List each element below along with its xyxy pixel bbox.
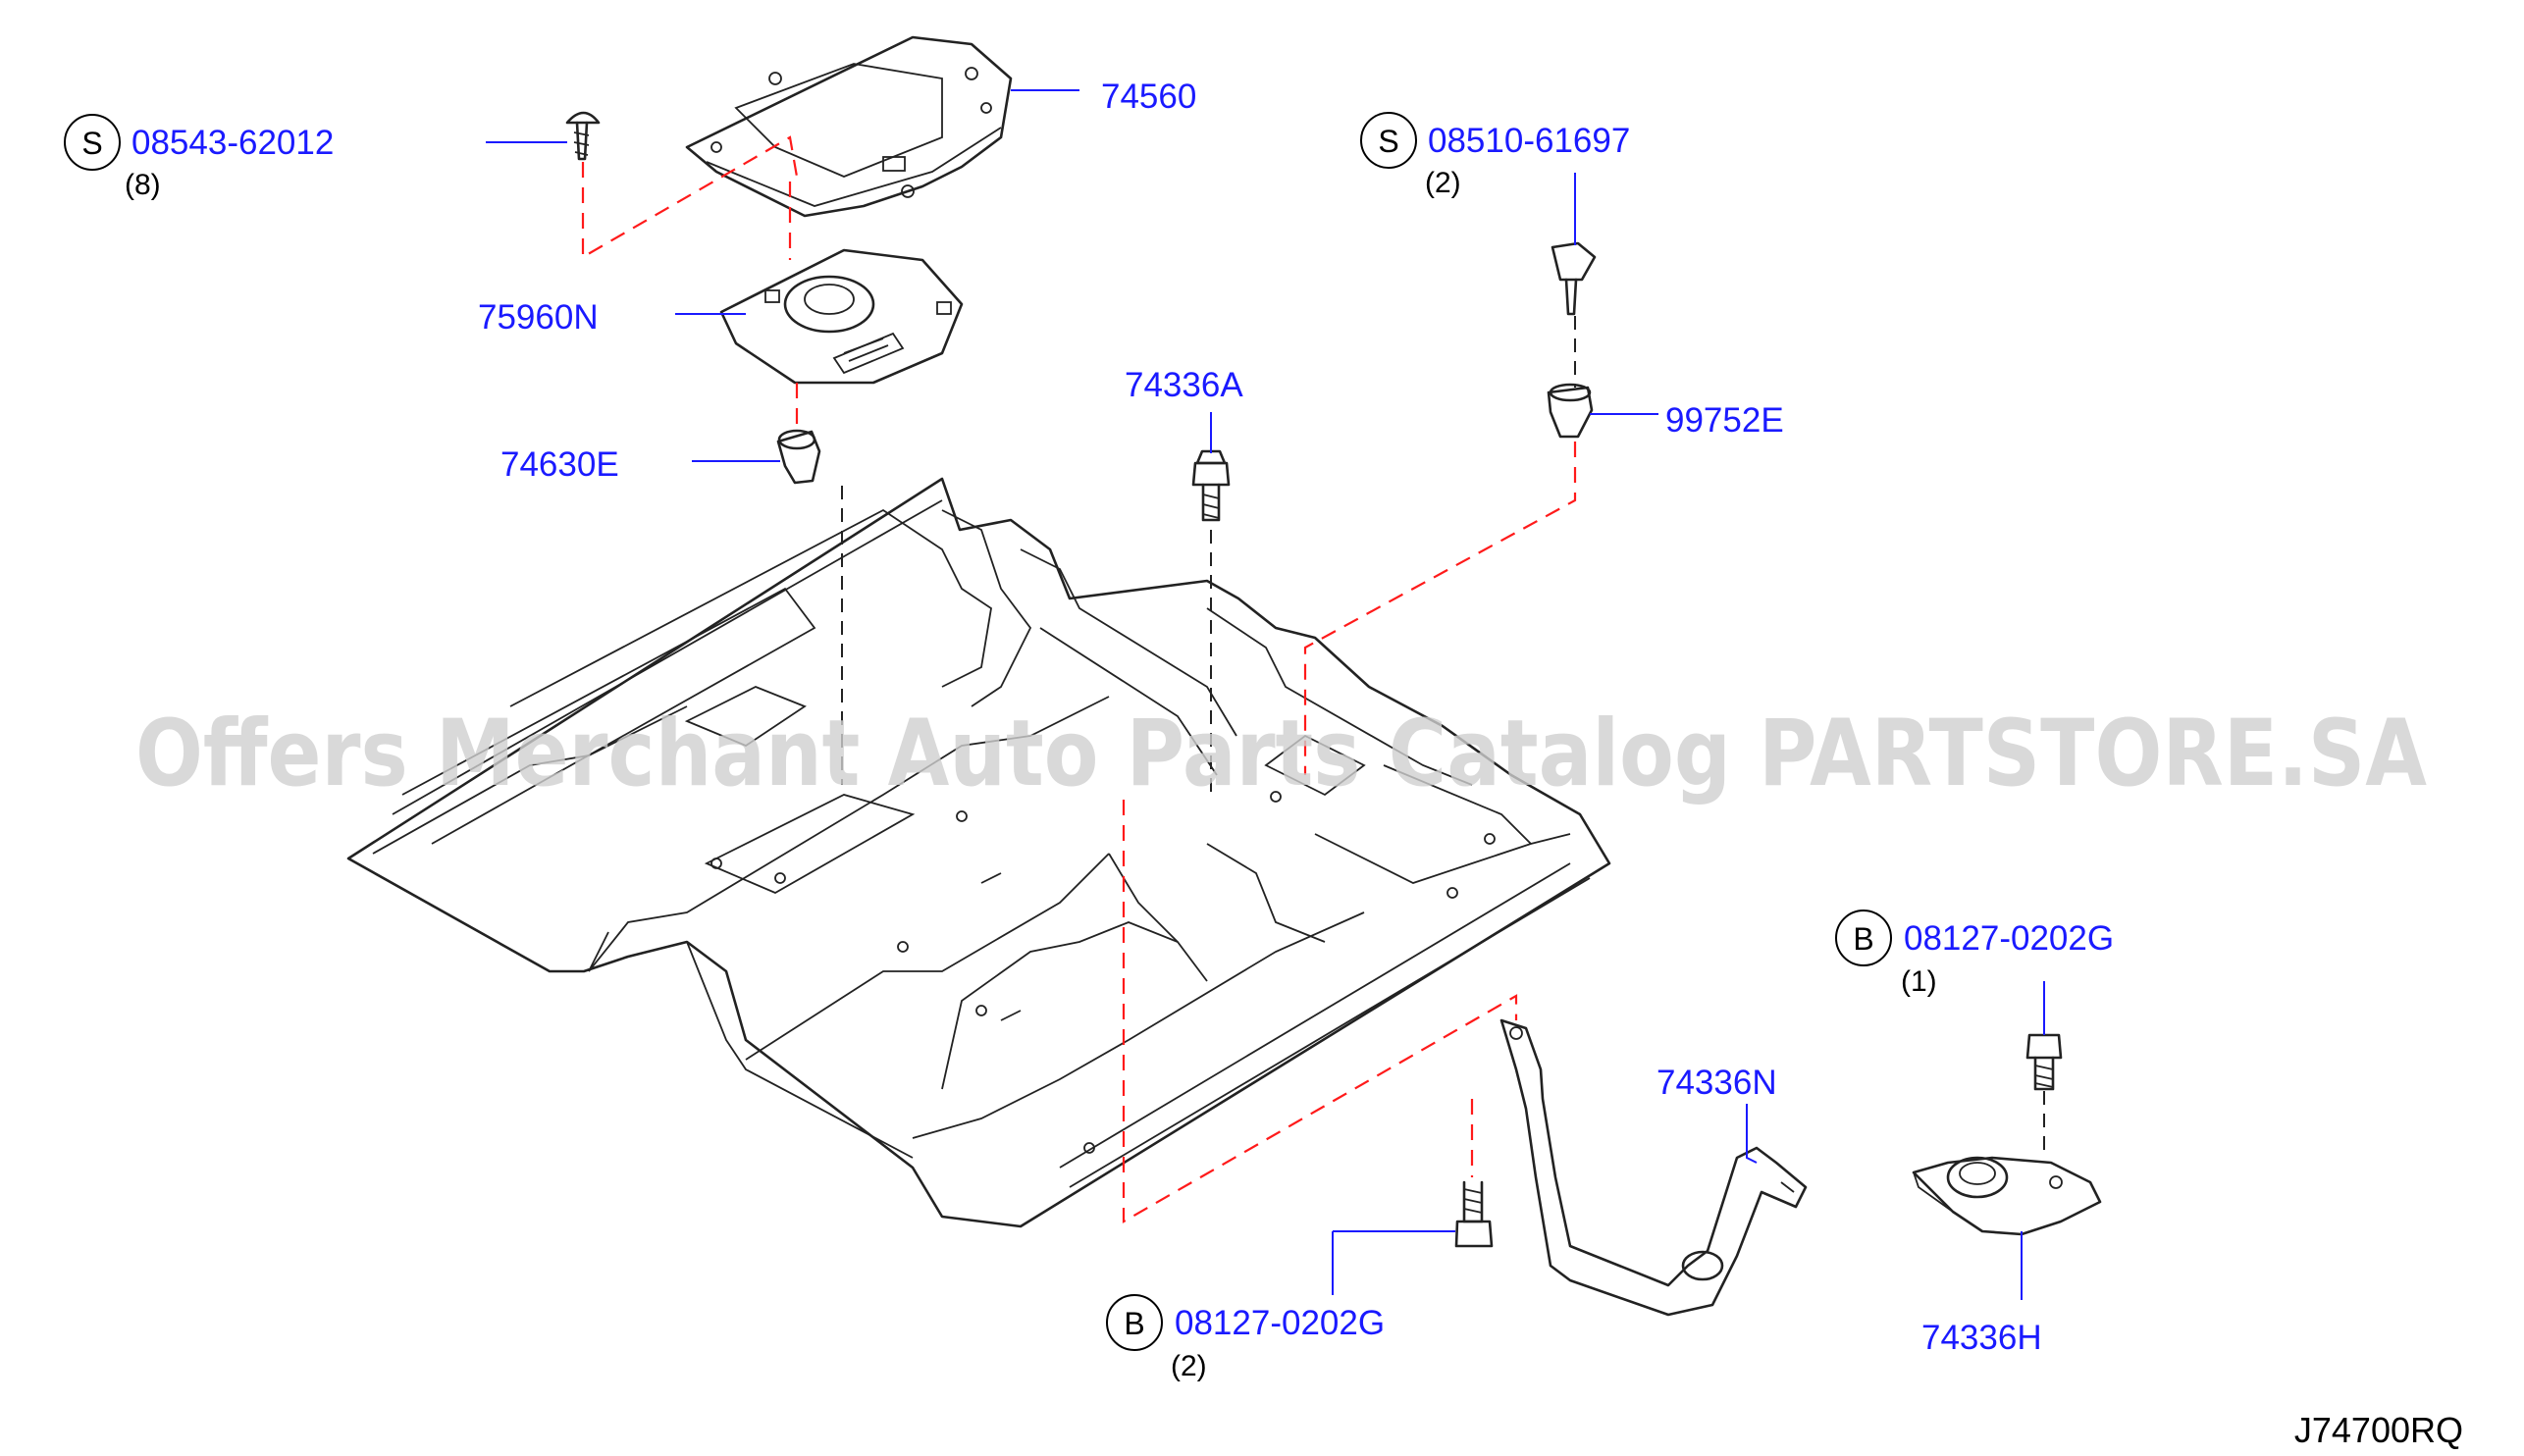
b-circle-icon	[1106, 1294, 1163, 1351]
bracket-74336H-drawing	[1912, 1156, 2102, 1236]
leader-lines	[486, 89, 2045, 1300]
quantity-label: (2)	[1425, 167, 1461, 199]
callout-letter: B	[1853, 921, 1873, 957]
part-number-99752E[interactable]: 99752E	[1665, 401, 1784, 440]
part-number-74336N[interactable]: 74336N	[1656, 1064, 1777, 1102]
bracket-74336N-drawing	[1499, 1018, 1808, 1317]
part-number-74336A[interactable]: 74336A	[1125, 366, 1243, 404]
part-number-74336H[interactable]: 74336H	[1921, 1319, 2042, 1357]
floor-panel-drawing	[346, 477, 1611, 1228]
bolt-74336A-drawing	[1191, 449, 1231, 522]
part-number-74630E[interactable]: 74630E	[500, 445, 619, 484]
part-number-75960N[interactable]: 75960N	[478, 298, 599, 337]
s-circle-icon	[1360, 112, 1417, 169]
callout-letter: B	[1124, 1306, 1144, 1341]
callout-letter: S	[81, 126, 102, 161]
part-number-08510-61697[interactable]: 08510-61697	[1428, 122, 1630, 160]
bolt-08127-0202G-lower-drawing	[1454, 1180, 1494, 1248]
quantity-label: (2)	[1171, 1350, 1207, 1382]
part-number-74560[interactable]: 74560	[1101, 78, 1196, 116]
quantity-label: (8)	[125, 169, 161, 201]
screw-08543-62012-drawing	[565, 111, 601, 161]
clip-74630E-drawing	[776, 429, 821, 485]
callout-s-08543-62012[interactable]: S 08543-62012 (8)	[64, 114, 334, 201]
part-number-08127-0202G[interactable]: 08127-0202G	[1904, 919, 2114, 958]
cover-74560-drawing	[685, 35, 1013, 218]
callout-s-08510-61697[interactable]: S 08510-61697 (2)	[1360, 112, 1630, 199]
callout-b-08127-0202G-lower[interactable]: B 08127-0202G (2)	[1106, 1294, 1385, 1382]
callout-b-08127-0202G-upper[interactable]: B 08127-0202G (1)	[1835, 910, 2114, 998]
watermark-text: Offers Merchant Auto Parts Catalog PARTS…	[135, 701, 2427, 807]
part-number-08127-0202G[interactable]: 08127-0202G	[1175, 1304, 1385, 1342]
bolt-08127-0202G-upper-drawing	[2025, 1033, 2063, 1091]
quantity-label: (1)	[1901, 965, 1937, 998]
s-circle-icon	[64, 114, 121, 171]
b-circle-icon	[1835, 910, 1892, 966]
clip-99752E-drawing	[1547, 383, 1594, 439]
part-number-08543-62012[interactable]: 08543-62012	[131, 124, 334, 162]
screw-08510-61697-drawing	[1551, 241, 1597, 316]
callout-letter: S	[1378, 124, 1398, 159]
guide-lines	[581, 135, 2045, 1223]
boot-75960N-drawing	[719, 248, 964, 385]
diagram-code: J74700RQ	[2294, 1410, 2463, 1450]
